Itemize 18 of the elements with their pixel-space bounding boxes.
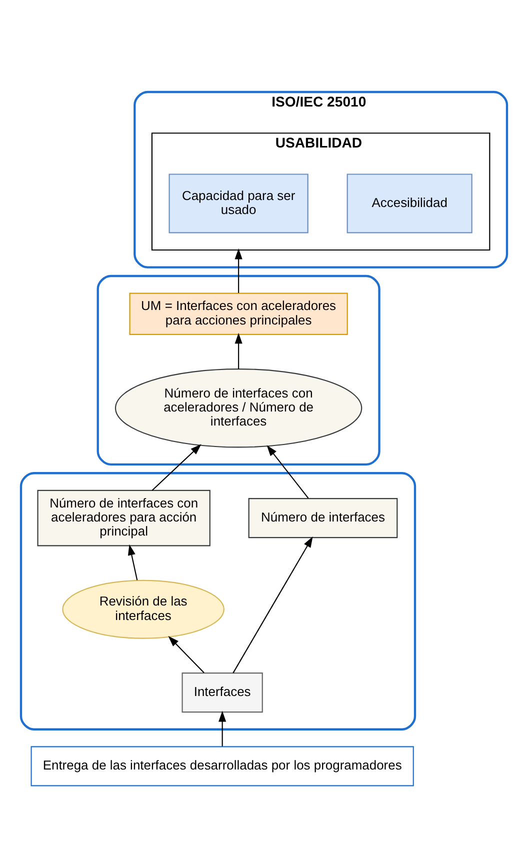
arrow [168, 635, 204, 673]
arrow [218, 710, 226, 746]
arrow [234, 248, 242, 292]
arrow [266, 444, 309, 498]
cluster [20, 472, 416, 730]
arrow [234, 332, 242, 369]
node-box: Entrega de las interfaces desarrolladas por los programadores [30, 746, 414, 786]
node-box: Número de interfaces [248, 498, 398, 538]
node-ellipse: Revisión de las interfaces [62, 579, 224, 638]
node-box: Interfaces [182, 672, 263, 712]
arrow [232, 536, 313, 673]
cluster [96, 274, 380, 466]
node-ellipse: Número de interfaces con aceleradores / Número de interfaces [114, 368, 362, 448]
arrow [128, 544, 138, 580]
node-box: UM = Interfaces con aceleradores para acciones principales [129, 292, 348, 334]
node-box: Accesibilidad [346, 173, 472, 233]
node-box: Capacidad para ser usado [168, 173, 308, 233]
node-box: Número de interfaces con aceleradores para acción principal [37, 489, 210, 546]
